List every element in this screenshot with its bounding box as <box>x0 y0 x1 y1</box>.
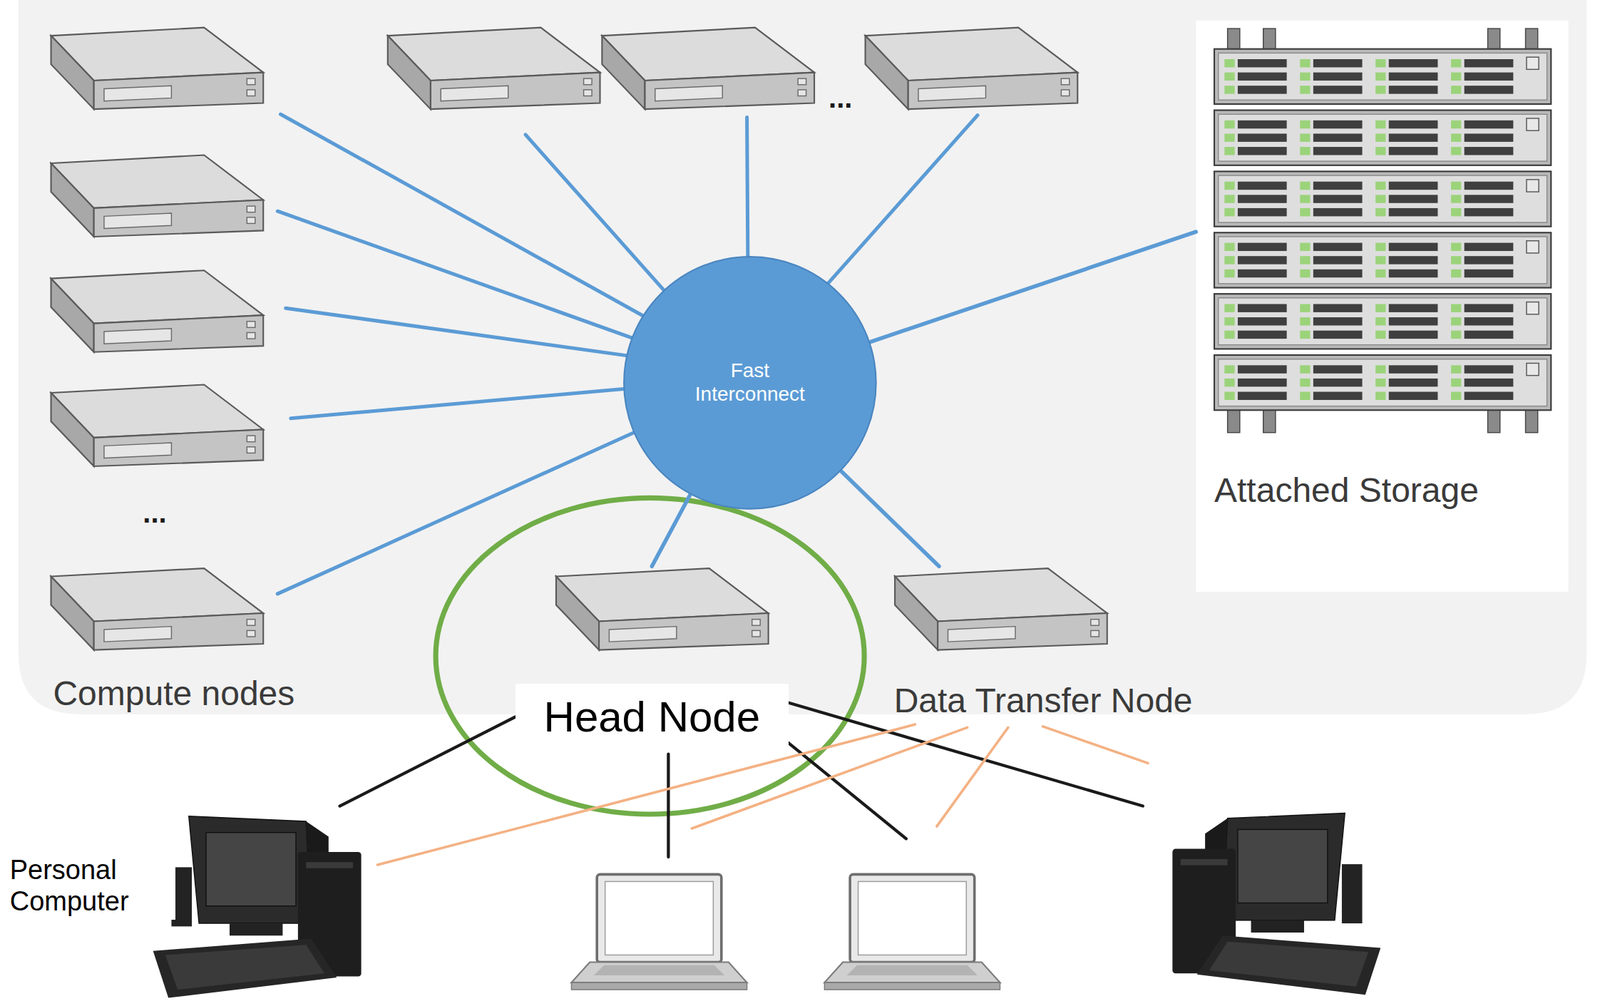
storage-panel-ground <box>1195 20 1568 592</box>
label-holder: ... <box>142 496 167 530</box>
illustration-use <box>1172 813 1381 996</box>
interconnect-link <box>870 231 1196 342</box>
illustration-rect <box>1525 407 1538 433</box>
computer-label: Personal Computer <box>4 852 176 920</box>
illustration-use <box>556 568 769 650</box>
illustration-line <box>277 428 643 594</box>
data-transfer-node: Data Transfer Node <box>887 566 1230 725</box>
illustration-use <box>824 874 1000 990</box>
personal-computer: Personal Computer <box>0 806 378 1003</box>
interconnect-label: Fast Interconnect <box>682 359 818 405</box>
illustration-rect <box>1488 28 1501 51</box>
illustration-line <box>1043 726 1148 764</box>
illustration-use <box>51 27 264 110</box>
illustration-line <box>666 754 670 858</box>
label-holder: ... <box>828 81 853 115</box>
illustration-rect <box>1227 407 1240 433</box>
group-label: Compute nodes <box>52 673 295 714</box>
head-node-label: Head Node <box>515 683 789 751</box>
illustration-use <box>865 27 1079 110</box>
illustration-rect <box>1263 407 1276 433</box>
illustration-use <box>601 27 815 110</box>
illustration-use <box>1214 110 1551 166</box>
illustration-use <box>51 155 264 237</box>
interconnect-link <box>651 494 690 567</box>
interconnect-circle: Fast Interconnect <box>622 255 878 511</box>
head-node: Head Node <box>515 566 789 751</box>
illustration-line <box>290 387 639 419</box>
illustration-line <box>525 134 674 301</box>
interconnect-links <box>277 114 978 594</box>
illustration-use <box>51 270 264 352</box>
illustration-use <box>1214 49 1551 105</box>
interconnect-link <box>841 471 940 567</box>
circle-fill <box>623 256 876 509</box>
illustration-use <box>51 385 264 467</box>
illustration-use <box>1214 355 1551 410</box>
illustration-use <box>1214 171 1551 227</box>
illustration-rect <box>1525 28 1538 51</box>
illustration-use <box>1214 293 1551 349</box>
illustration-rect <box>1488 407 1501 433</box>
illustration-rect <box>1263 28 1276 51</box>
illustration-rect <box>1227 28 1240 51</box>
illustration-use <box>387 27 601 110</box>
data-transfer-label: Data Transfer Node <box>894 680 1193 721</box>
ellipsis-mark: ... <box>142 496 167 530</box>
illustration-use <box>1214 232 1551 288</box>
illustration-use <box>894 568 1108 650</box>
illustration-line <box>747 117 748 276</box>
illustration-use <box>153 816 362 999</box>
storage-panel: Attached Storage <box>1195 20 1568 592</box>
ellipsis-mark: ... <box>828 81 853 115</box>
illustration-line <box>821 115 978 291</box>
highlight-ellipse <box>435 497 865 815</box>
illustration-line <box>277 211 643 342</box>
cluster-panel <box>18 0 1588 715</box>
illustration-use <box>571 874 747 990</box>
server-icons <box>51 27 1108 651</box>
storage-rack <box>1214 28 1551 433</box>
storage-label: Attached Storage <box>1214 470 1479 510</box>
login-link <box>340 716 516 806</box>
illustration-line <box>936 727 1009 827</box>
label-holder: Compute nodes <box>52 673 295 714</box>
illustration-line <box>285 308 639 358</box>
illustration-use <box>51 568 264 650</box>
